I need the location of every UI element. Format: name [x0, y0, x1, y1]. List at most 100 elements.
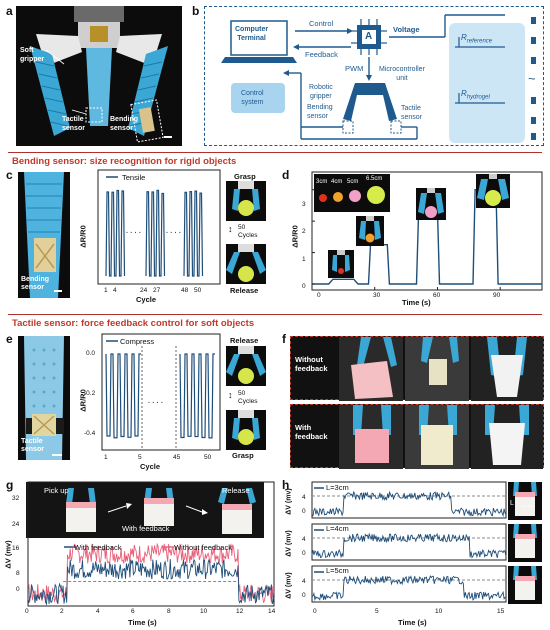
inset-c-release: Release	[230, 286, 259, 295]
label-with-feedback: With feedback	[295, 423, 328, 441]
chart-h-ytick-0c: 0	[302, 592, 306, 599]
chart-g-xtick-10: 10	[200, 608, 208, 615]
panel-d-letter: d	[282, 168, 290, 182]
chart-h-xtick-0: 0	[313, 608, 317, 615]
inset-c-cycles: 50 Cycles	[238, 224, 258, 239]
chart-h-ylabel-3: ΔV (mv)	[285, 572, 293, 599]
chart-d-xtick-30: 30	[373, 292, 381, 299]
label-r-hydrogel: Rhydrogel	[461, 89, 490, 101]
chart-d-inset-4cm	[356, 216, 384, 246]
chart-h-xtick-5: 5	[375, 608, 379, 615]
chip-letter: A	[365, 31, 373, 42]
inset-e-arrows: ↕	[228, 390, 233, 400]
chart-g-xlabel: Time (s)	[128, 618, 157, 627]
inset-e-cycles: 50 Cycles	[238, 390, 258, 405]
panel-f-letter: f	[282, 332, 286, 346]
panel-c-letter: c	[6, 168, 13, 182]
panel-e-photo: Tactile sensor	[18, 336, 70, 460]
inset-c-grasp-photo	[226, 181, 266, 221]
h-inset-3cm: L	[508, 482, 542, 520]
inset-c-grasp: Grasp	[234, 172, 256, 181]
chart-c-xtick-50: 50	[194, 287, 202, 294]
chart-d-inset-6-5cm	[476, 174, 510, 208]
label-bending-sensor-b: Bending sensor	[307, 104, 333, 120]
chart-g-ytick-8: 8	[16, 570, 20, 577]
inset-e-release-photo	[226, 346, 266, 386]
chart-h-svg	[311, 481, 507, 603]
section1-divider	[8, 152, 542, 153]
chart-h-ytick-4a: 4	[302, 494, 306, 501]
gripper-illustration	[30, 6, 172, 143]
chart-e-frame	[101, 333, 221, 451]
chart-c-svg	[97, 169, 221, 285]
label-pwm: PWM	[345, 64, 364, 73]
h-inset-5cm	[508, 566, 542, 604]
chart-g-xtick-4: 4	[96, 608, 100, 615]
chart-c-ylabel: ΔR/R0	[78, 225, 88, 248]
chart-d: ΔR/R0 Time (s) 0 1 2 3 0 30 60 90 3cm 4c…	[290, 170, 546, 310]
inset-e-grasp: Grasp	[232, 451, 254, 460]
panel-f-bottom-box: With feedback	[290, 404, 544, 469]
label-robotic-gripper: Robotic gripper	[309, 84, 333, 100]
ball-5cm: 5cm	[347, 179, 359, 185]
chart-g-xtick-14: 14	[268, 608, 276, 615]
chart-h-xlabel: Time (s)	[398, 618, 427, 627]
chart-h: ΔV (mv) ΔV (mv) ΔV (mv) Time (s) L=3cm L…	[285, 478, 546, 628]
chart-g-xtick-6: 6	[131, 608, 135, 615]
label-control-system: Control system	[241, 90, 264, 106]
chart-h-ytick-0b: 0	[302, 550, 306, 557]
g-photo-with-feedback: With feedback	[122, 524, 170, 533]
chart-g-xtick-0: 0	[25, 608, 29, 615]
label-without-feedback: Without feedback	[295, 355, 328, 373]
section2-title: Tactile sensor: force feedback control f…	[12, 318, 255, 329]
chart-h-frame-2	[311, 523, 507, 561]
chart-c: ΔR/R0 Cycle Tensile 1 4 24 27 48 50 · · …	[78, 168, 222, 306]
chart-g-svg	[27, 481, 275, 607]
label-feedback: Feedback	[305, 50, 338, 59]
panel-c-insets: Grasp 50 Cycles ↕ Release	[224, 172, 270, 298]
label-r-reference: Rreference	[461, 33, 492, 45]
chart-e-spike-group-1	[105, 353, 141, 439]
chart-g-series-without-feedback	[27, 542, 275, 604]
panel-b-diagram: Computer Terminal Control Feedback Volta…	[204, 6, 544, 146]
chart-d-inset-5cm	[416, 188, 446, 220]
chart-h-legend-l5: L=5cm	[326, 566, 349, 575]
chart-c-xtick-24: 24	[140, 287, 148, 294]
chart-g-ytick-24: 24	[12, 521, 20, 528]
chart-h-frame-1	[311, 481, 507, 519]
label-bending-sensor: Bending sensor	[110, 116, 138, 132]
chart-d-xlabel: Time (s)	[402, 298, 431, 307]
chart-g-xtick-8: 8	[167, 608, 171, 615]
chart-c-dots-1: · · · ·	[126, 230, 142, 237]
chart-e-svg	[101, 333, 221, 451]
h-inset-4cm	[508, 524, 542, 562]
chart-g: ΔV (mv) Time (s) 32 24 16 8 0 0 2 4 6 8 …	[4, 478, 278, 628]
ac-source-tilde: ~	[528, 71, 536, 86]
chart-d-ylabel: ΔR/R0	[290, 225, 300, 248]
chart-c-xtick-48: 48	[181, 287, 189, 294]
chart-c-legend: Tensile	[122, 173, 146, 182]
label-bending-sensor-c: Bending sensor	[21, 276, 49, 291]
chart-g-legend-without: Without feedback	[174, 543, 232, 552]
chart-h-ytick-0a: 0	[302, 508, 306, 515]
chart-g-xtick-12: 12	[236, 608, 244, 615]
chart-d-ytick-0: 0	[302, 283, 306, 290]
chart-h-legend-l4: L=4cm	[326, 524, 349, 533]
g-photo-pick-up: Pick up	[44, 486, 69, 495]
chart-e-xtick-5: 5	[138, 454, 142, 461]
chart-g-frame	[27, 481, 275, 607]
chart-g-ytick-0: 0	[16, 586, 20, 593]
r-reference-sub: reference	[466, 38, 493, 45]
chart-d-xtick-90: 90	[493, 292, 501, 299]
inset-c-arrows: ↕	[228, 224, 233, 234]
chart-e-ytick-04: -0.4	[84, 430, 96, 437]
chart-e-legend: Compress	[120, 337, 155, 346]
chart-g-series-with-feedback	[27, 558, 275, 606]
chart-e-xtick-45: 45	[173, 454, 181, 461]
chart-e-xlabel: Cycle	[140, 462, 161, 471]
label-tactile-sensor-b: Tactile sensor	[401, 105, 423, 121]
chart-c-dots-2: · · · ·	[166, 230, 182, 237]
label-computer-terminal: Computer Terminal	[235, 26, 269, 42]
chart-h-series-1	[311, 490, 507, 518]
chart-e-xtick-1: 1	[104, 454, 108, 461]
